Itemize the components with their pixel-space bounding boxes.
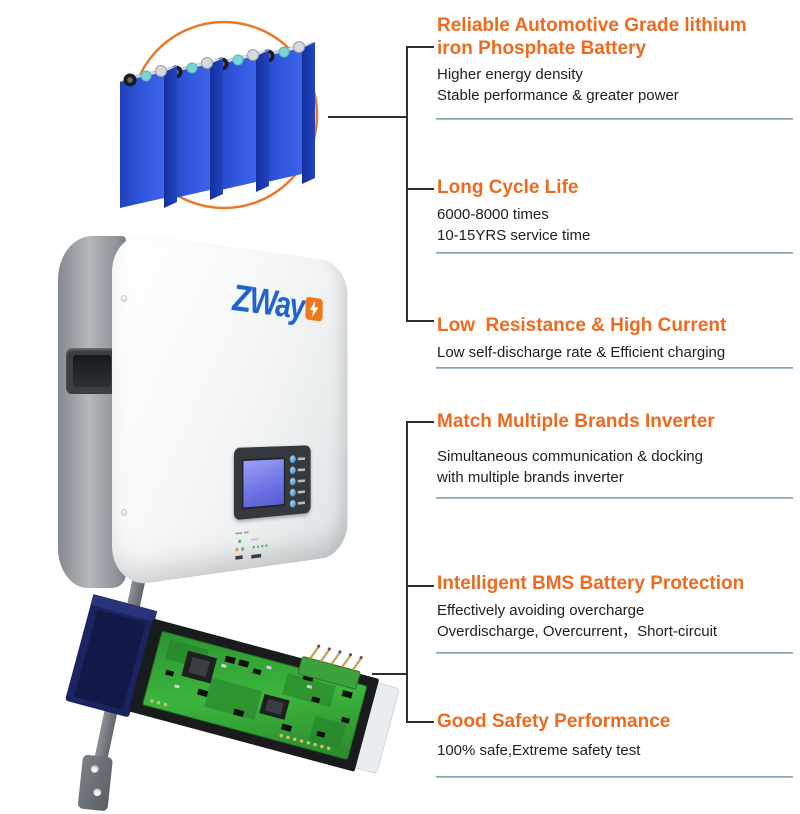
section-divider [436, 776, 793, 778]
section-divider [436, 118, 793, 120]
connector-line [406, 46, 408, 322]
battery-handle [66, 348, 118, 394]
bms-board-illustration [65, 594, 400, 774]
connector-line [406, 188, 434, 190]
logo-text: ZWay [231, 275, 305, 327]
status-led [252, 545, 255, 549]
section-divider [436, 497, 793, 499]
connector-line [406, 721, 434, 723]
section-divider [436, 652, 793, 654]
wall-battery-image: ZWay [58, 230, 368, 812]
status-led [238, 539, 242, 544]
feature-body: Low self-discharge rate & Efficient char… [437, 344, 726, 361]
brand-logo: ZWay [232, 276, 324, 330]
lightning-bolt-icon [305, 296, 324, 322]
status-led [235, 547, 239, 552]
feature-body: Higher energy density Stable performance… [437, 66, 679, 104]
connector-line [406, 585, 434, 587]
connector-line [406, 421, 408, 723]
section-divider [436, 367, 793, 369]
section-divider [436, 252, 793, 254]
battery-cells-image [35, 12, 345, 212]
feature-title: Reliable Automotive Grade lithium iron P… [437, 15, 747, 59]
status-led [261, 544, 264, 548]
screw-dot [120, 508, 128, 517]
connector-line [406, 46, 434, 48]
feature-title: Low Resistance & High Current [437, 315, 727, 336]
feature-title: Match Multiple Brands Inverter [437, 411, 715, 432]
feature-title: Good Safety Performance [437, 711, 671, 732]
feature-title: Intelligent BMS Battery Protection [437, 573, 745, 594]
connector-line [406, 421, 434, 423]
feature-body: 100% safe,Extreme safety test [437, 742, 641, 759]
lcd-screen [241, 457, 286, 510]
connector-line [372, 673, 406, 675]
status-led [256, 545, 260, 549]
feature-title: Long Cycle Life [437, 177, 579, 198]
connector-line [406, 320, 434, 322]
feature-body: Effectively avoiding overcharge Overdisc… [437, 602, 718, 640]
battery-front-face: ZWay [112, 230, 348, 588]
connector-line [328, 116, 406, 118]
status-led-cluster [235, 527, 284, 563]
screw-dot [120, 294, 128, 303]
display-panel [233, 445, 311, 521]
bms-board-image [40, 588, 400, 800]
feature-body: 6000-8000 times 10-15YRS service time [437, 206, 591, 244]
sampling-connector [297, 644, 363, 690]
battery-cells-illustration [119, 20, 319, 210]
status-led [265, 544, 268, 548]
status-led [241, 546, 245, 551]
feature-body: Simultaneous communication & docking wit… [437, 448, 703, 486]
battery-cell [119, 65, 178, 208]
